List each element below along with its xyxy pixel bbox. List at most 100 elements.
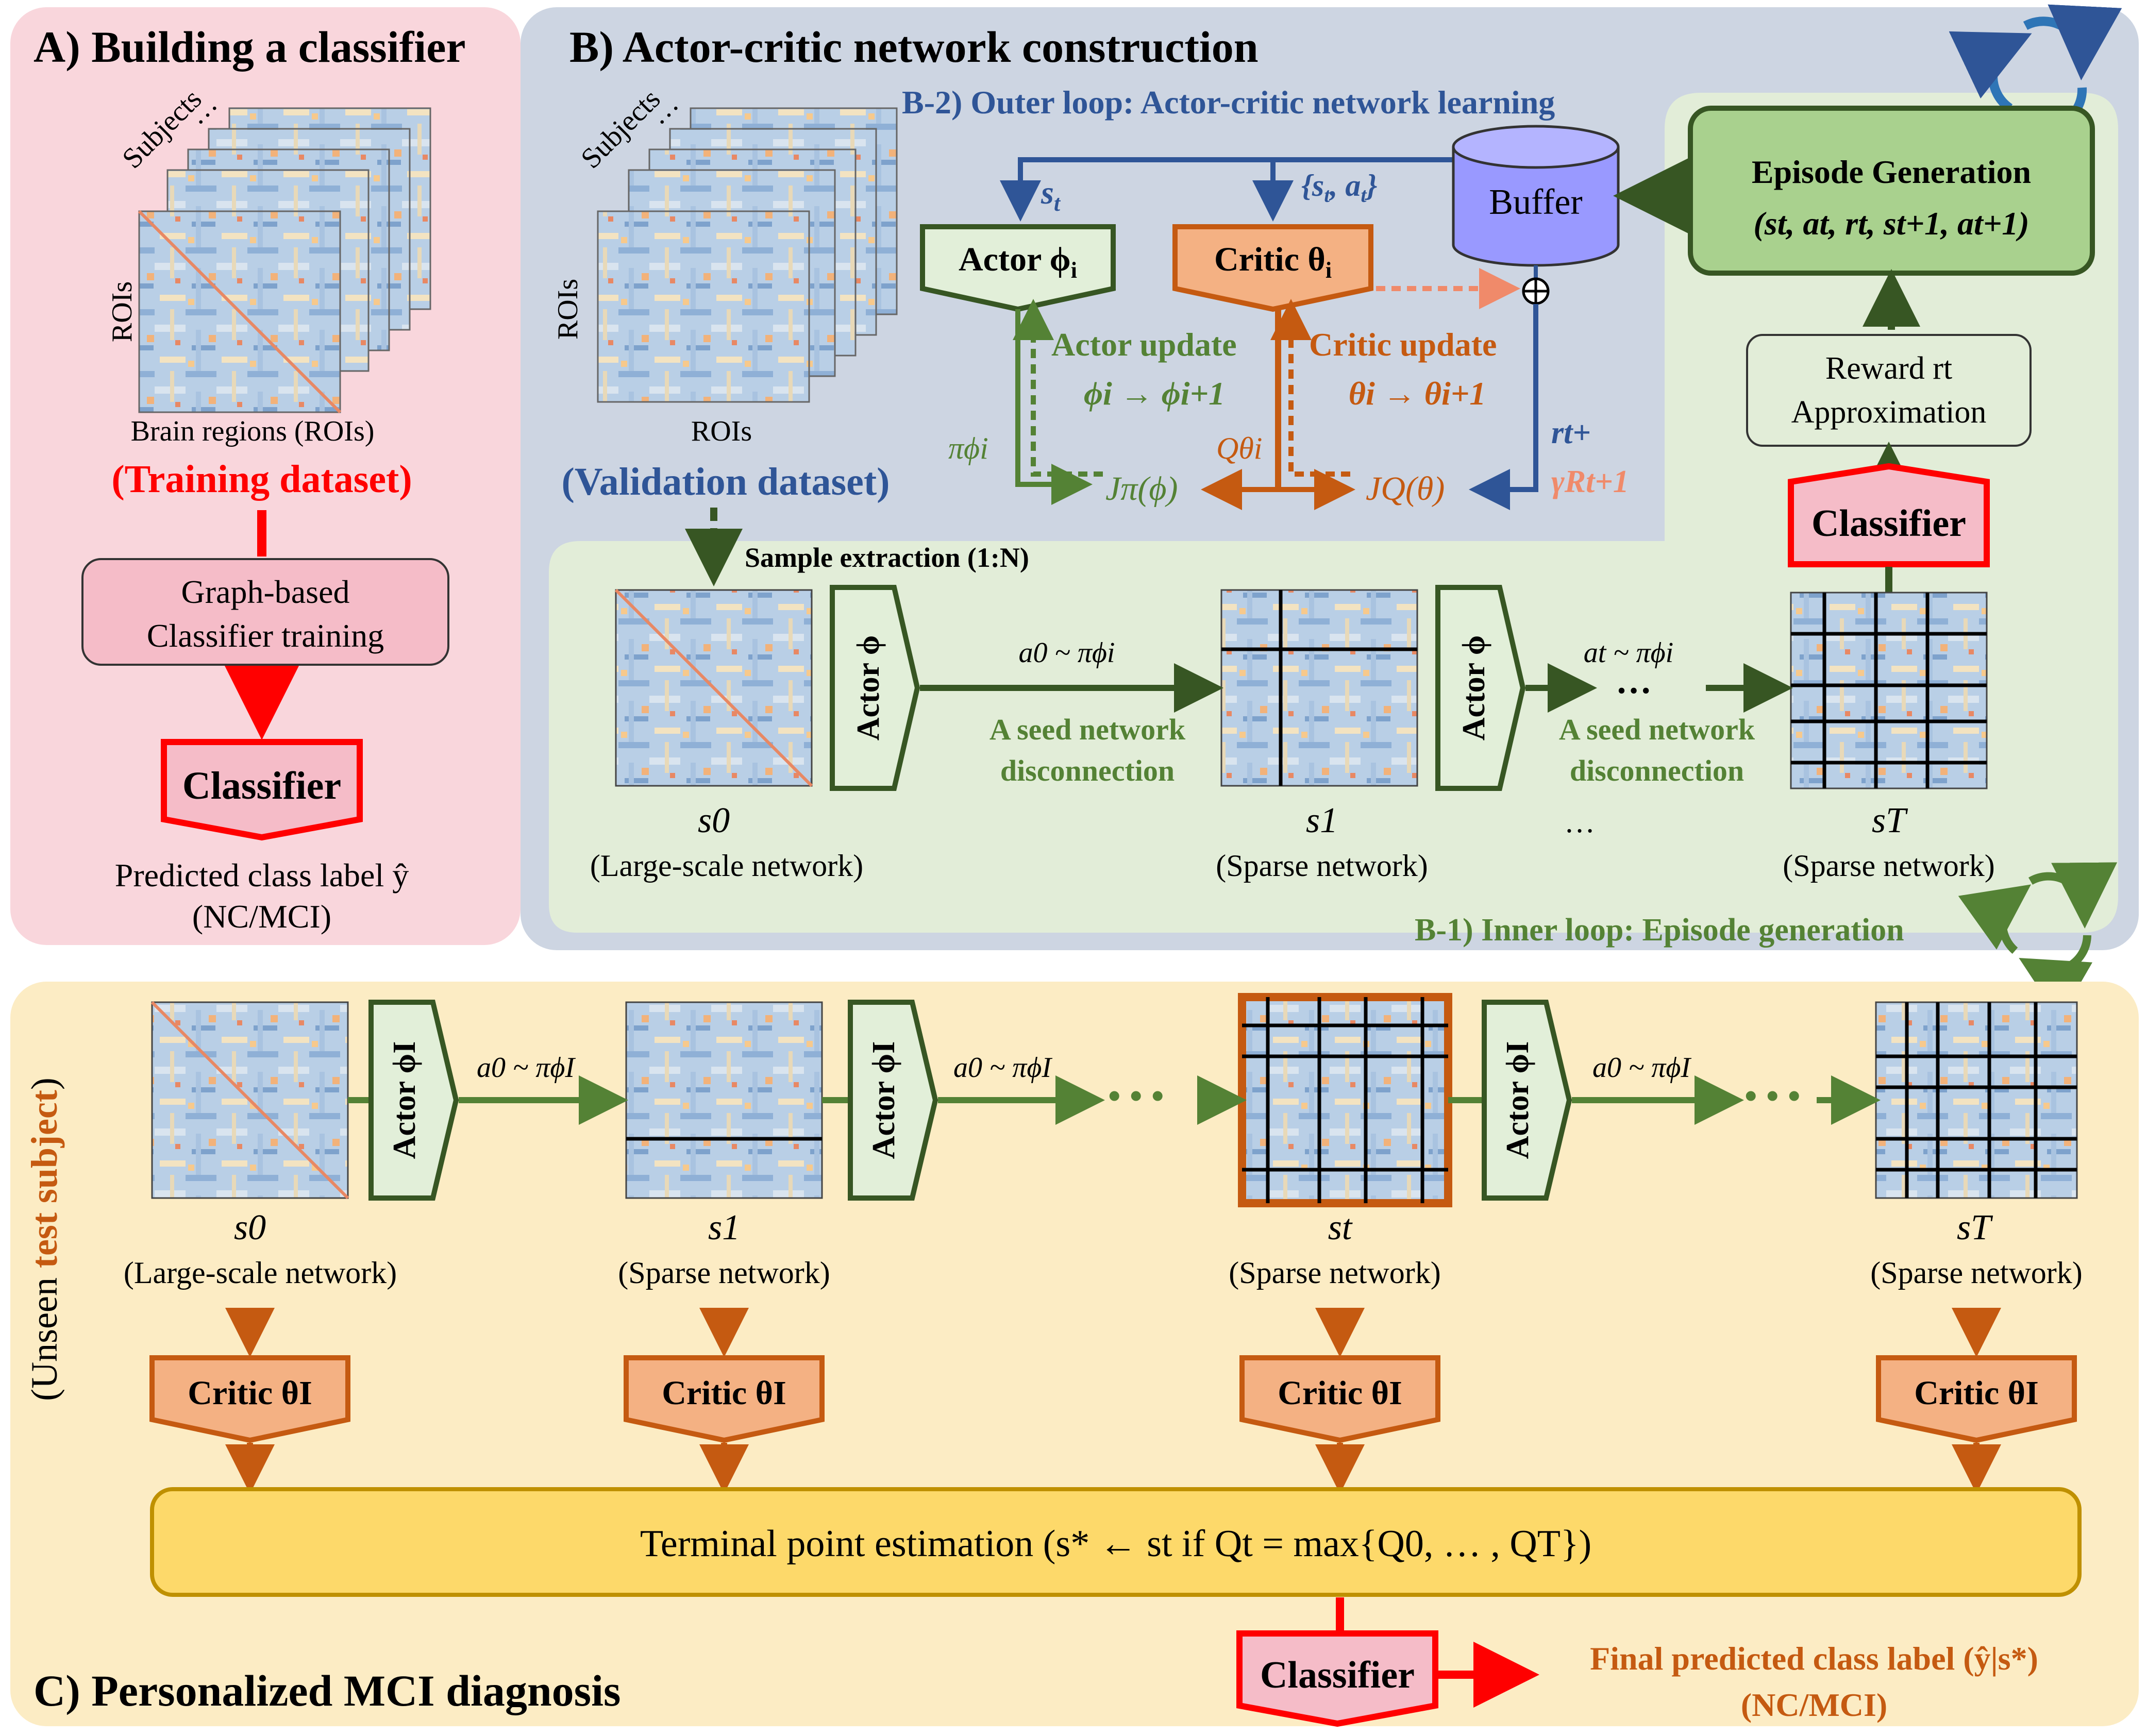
matrix-sT-c	[1875, 1001, 2078, 1199]
sT-desc-c: (Sparse network)	[1870, 1256, 2083, 1290]
classifier-label-b: Classifier	[1811, 502, 1966, 545]
cycle-icon-green	[1958, 862, 2118, 1020]
classifier-training-line2: Classifier training	[147, 617, 384, 654]
panel-b-title: B) Actor-critic network construction	[569, 22, 1259, 72]
rois-y-label: ROIs	[106, 281, 138, 342]
dots-inner: …	[1616, 662, 1652, 701]
critic-c-4-label: Critic θI	[1914, 1374, 2039, 1412]
pi-phi-label: πϕi	[948, 431, 988, 465]
classifier-training-line1: Graph-based	[181, 574, 350, 610]
s0-desc-b: (Large-scale network)	[590, 849, 863, 883]
classifier-label-a: Classifier	[182, 764, 341, 807]
actor-inner-1	[830, 585, 920, 791]
at-pi-label-b: at ~ πϕi	[1584, 637, 1673, 669]
actor-update-label: Actor update	[1051, 326, 1237, 363]
st-desc-c: (Sparse network)	[1229, 1256, 1441, 1290]
outer-loop-title: B-2) Outer loop: Actor-critic network le…	[902, 84, 1555, 121]
ellipsis-states-b: …	[1564, 805, 1595, 839]
actor-c-1	[368, 1000, 459, 1201]
seed-line2-b2: disconnection	[1570, 754, 1744, 787]
reward-line1: Reward rt	[1825, 351, 1952, 386]
s1-label-c: s1	[708, 1208, 740, 1248]
j-q-label: JQ(θ)	[1366, 470, 1445, 508]
a0-pi-label-b: a0 ~ πϕi	[1019, 637, 1115, 669]
episode-tuple: (st, at, rt, st+1, at+1)	[1753, 205, 2029, 242]
actor-c-3	[1482, 1000, 1572, 1201]
st-c-disconnections	[1242, 997, 1448, 1203]
sT-b-disconnections	[1791, 593, 1987, 788]
sat-label-outer: {st, at}	[1301, 168, 1378, 207]
classifier-training-box	[81, 558, 449, 666]
q-theta-label: Qθi	[1216, 431, 1262, 465]
critic-c-3-label: Critic θI	[1278, 1374, 1402, 1412]
training-dataset-label: (Training dataset)	[111, 458, 412, 501]
brain-regions-label: Brain regions (ROIs)	[131, 415, 375, 447]
sT-label-c: sT	[1957, 1208, 1993, 1248]
actor-box-outer	[920, 224, 1116, 312]
actor-update-arrow	[1013, 299, 1103, 477]
buffer-label: Buffer	[1489, 182, 1582, 222]
training-matrix-stack	[138, 107, 431, 414]
critic-update-label: Critic update	[1309, 326, 1497, 363]
validation-dataset-label: (Validation dataset)	[562, 460, 890, 503]
matrix-s1-b	[1220, 589, 1418, 787]
final-predicted-label: Final predicted class label (ŷ|s*)	[1590, 1640, 2038, 1677]
final-ncmci-label: (NC/MCI)	[1741, 1687, 1887, 1723]
dots-c-2: • • •	[1745, 1076, 1801, 1116]
actor-inner-2	[1435, 585, 1526, 791]
episode-title: Episode Generation	[1752, 154, 2031, 190]
unseen-subject-label: (Unseen test subject)	[24, 1077, 65, 1401]
s0-label-c: s0	[234, 1208, 266, 1248]
sT-desc-b: (Sparse network)	[1783, 849, 1995, 883]
actor-inner-1-label: Actor ϕ	[851, 635, 886, 741]
critic-c-1-label: Critic θI	[188, 1374, 312, 1412]
terminal-estimation-label: Terminal point estimation (s* ← st if Qt…	[640, 1523, 1591, 1565]
classifier-pentagon-c	[1236, 1630, 1438, 1727]
s1-label-b: s1	[1306, 801, 1338, 840]
critic-c-2-label: Critic θI	[662, 1374, 786, 1412]
validation-matrix-front	[597, 210, 810, 403]
critic-update-arrow	[1270, 299, 1350, 477]
s1-desc-b: (Sparse network)	[1216, 849, 1428, 883]
panel-b: B) Actor-critic network construction B-2…	[521, 4, 2139, 1020]
panel-a: A) Building a classifier Subjects … ROIs…	[10, 7, 521, 945]
actor-label-outer: Actor ϕi	[959, 241, 1077, 283]
validation-matrix-stack	[597, 107, 898, 403]
actor-update-equation: ϕi → ϕi+1	[1084, 375, 1225, 412]
a0-pi-c-1: a0 ~ πϕI	[477, 1052, 576, 1084]
actor-c-2-label: Actor ϕI	[866, 1041, 901, 1159]
panel-c: C) Personalized MCI diagnosis (Unseen te…	[10, 982, 2139, 1727]
critic-update-equation: θi → θi+1	[1349, 375, 1486, 412]
rois-y-label-b: ROIs	[552, 279, 584, 340]
discount-term-label: γRt+1	[1551, 464, 1629, 499]
sT-label-b: sT	[1872, 801, 1908, 840]
seed-line2-b1: disconnection	[1000, 754, 1175, 787]
terminal-estimation-box	[150, 1487, 2082, 1597]
matrix-sT-b	[1790, 592, 1988, 789]
seed-line1-b1: A seed network	[989, 713, 1186, 746]
critic-c-2	[624, 1355, 825, 1443]
dots-c-1: • • •	[1108, 1076, 1164, 1116]
a0-pi-c-2: a0 ~ πϕI	[953, 1052, 1052, 1084]
actor-inner-2-label: Actor ϕ	[1456, 635, 1491, 741]
s0-label-b: s0	[698, 801, 730, 840]
sample-extraction-label: Sample extraction (1:N)	[745, 542, 1029, 573]
state-arrow-to-actor	[1000, 157, 1464, 222]
s1-desc-c: (Sparse network)	[618, 1256, 830, 1290]
critic-c-3	[1239, 1355, 1440, 1443]
reward-line2: Approximation	[1791, 395, 1987, 430]
classifier-pentagon-b	[1788, 463, 1990, 567]
ncmci-label-a: (NC/MCI)	[192, 898, 331, 935]
seed-line1-b2: A seed network	[1559, 713, 1755, 746]
actor-policy-arrow	[1015, 309, 1093, 505]
panel-a-title: A) Building a classifier	[33, 22, 466, 72]
j-pi-label: Jπ(ϕ)	[1105, 470, 1178, 508]
critic-chain: Critic θI Critic θI Critic θI Critic θI	[149, 1308, 2077, 1494]
st-label-outer: st	[1041, 174, 1061, 216]
classifier-pentagon-a	[161, 739, 363, 841]
s0-desc-c: (Large-scale network)	[124, 1256, 397, 1290]
critic-c-1	[149, 1355, 350, 1443]
critic-c-4	[1876, 1355, 2077, 1443]
classifier-label-c: Classifier	[1260, 1654, 1415, 1696]
